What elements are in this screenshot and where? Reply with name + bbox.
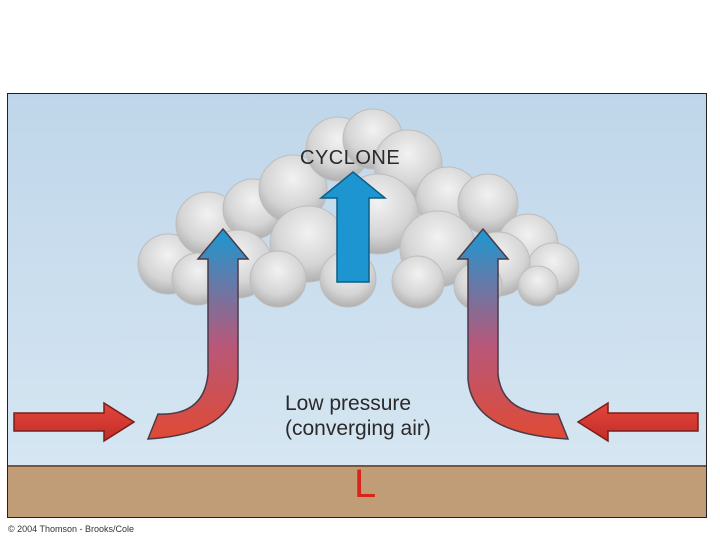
cloud-icon [137, 108, 580, 311]
ground [8, 466, 706, 517]
diagram-frame [7, 93, 707, 518]
low-pressure-line: Low pressure [285, 392, 412, 415]
cyclone-illustration [8, 94, 706, 517]
converging-air-arrow-icon [576, 401, 699, 443]
rising-air-arrow-icon [318, 171, 388, 283]
copyright-credit: © 2004 Thomson - Brooks/Cole [8, 524, 135, 534]
rising-air-arrow-icon [146, 227, 250, 440]
cyclone-label: CYCLONE [300, 147, 401, 169]
low-pressure-symbol: L [354, 462, 377, 506]
converging-air-arrow-icon [13, 401, 136, 443]
converging-air-line: (converging air) [285, 417, 431, 440]
low-pressure-label: Low pressure (converging air) [285, 391, 431, 441]
rising-air-arrow-icon [456, 227, 570, 440]
